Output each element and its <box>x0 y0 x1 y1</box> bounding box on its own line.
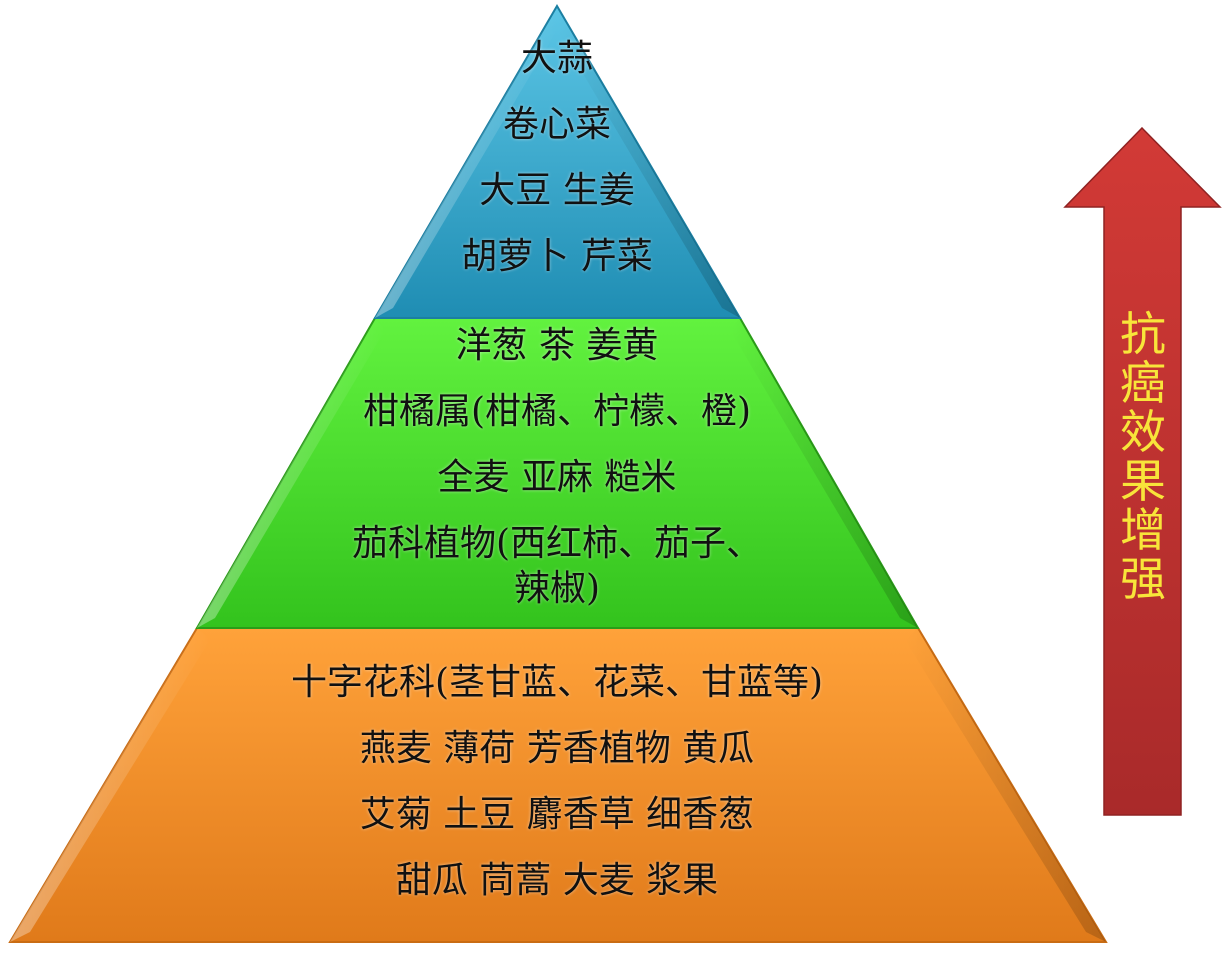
middle-tier-line: 全麦 亚麻 糙米 <box>437 457 677 498</box>
bottom-tier-left-bevel <box>10 628 210 942</box>
top-tier-line: 大蒜 <box>520 38 593 79</box>
bottom-tier-line: 甜瓜 茼蒿 大麦 浆果 <box>395 860 719 901</box>
middle-tier-text: 洋葱 茶 姜黄 柑橘属(柑橘、柠檬、橙) 全麦 亚麻 糙米 茄科植物(西红柿、茄… <box>297 313 817 615</box>
arrow-label: 抗 癌 效 果 增 强 <box>1120 307 1166 606</box>
bottom-tier-line: 燕麦 薄荷 芳香植物 黄瓜 <box>359 728 755 769</box>
top-tier-line: 卷心菜 <box>502 104 611 145</box>
top-tier-line: 胡萝卜 芹菜 <box>461 236 653 277</box>
bottom-tier-line: 十字花科(茎甘蓝、花菜、甘蓝等) <box>290 662 824 703</box>
top-tier-text: 大蒜 卷心菜 大豆 生姜 胡萝卜 芹菜 <box>407 26 707 290</box>
middle-tier-line: 柑橘属(柑橘、柠檬、橙) <box>362 391 752 432</box>
bottom-tier-right-bevel <box>905 628 1106 942</box>
middle-tier-line: 茄科植物(西红柿、茄子、 <box>351 523 763 564</box>
bottom-tier-text: 十字花科(茎甘蓝、花菜、甘蓝等) 燕麦 薄荷 芳香植物 黄瓜 艾菊 土豆 麝香草… <box>217 650 897 914</box>
top-tier-line: 大豆 生姜 <box>479 170 635 211</box>
middle-tier-left-bevel <box>197 318 385 628</box>
bottom-tier-line: 艾菊 土豆 麝香草 细香葱 <box>359 794 755 835</box>
up-arrow-icon <box>1063 126 1222 816</box>
middle-tier-line: 辣椒) <box>513 568 601 609</box>
top-tier-left-bevel <box>375 6 557 318</box>
top-tier-right-bevel <box>557 6 740 318</box>
middle-tier-right-bevel <box>730 318 918 628</box>
middle-tier-line: 洋葱 茶 姜黄 <box>455 325 659 366</box>
